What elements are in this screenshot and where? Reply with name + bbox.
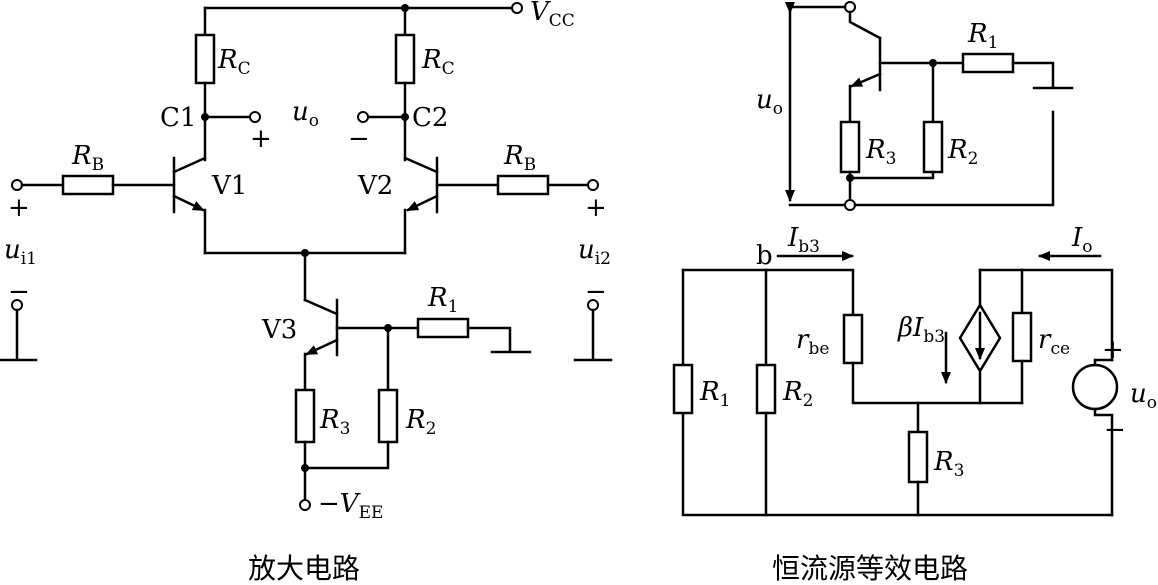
r1-top-label: R1 bbox=[967, 19, 998, 53]
r3-top-resistor bbox=[839, 120, 861, 174]
rb-right-label: RB bbox=[503, 141, 536, 175]
r3-eq-label: R3 bbox=[933, 447, 964, 481]
beta-ib3-label: βIb3 bbox=[897, 313, 945, 347]
svg-text:+: + bbox=[8, 193, 30, 223]
ui2-label: ui2 bbox=[578, 235, 611, 269]
amplifier-circuit: VCC RC C1 + uo RC C2 − V1 V2 bbox=[0, 0, 613, 585]
r3-top-label: R3 bbox=[865, 135, 896, 169]
ui1-label: ui1 bbox=[4, 235, 37, 269]
r3-left-resistor bbox=[294, 388, 316, 444]
svg-text:+: + bbox=[250, 124, 272, 154]
uo-top-label: uo bbox=[756, 85, 783, 119]
rce-label: rce bbox=[1038, 325, 1070, 359]
rc-left-label: RC bbox=[217, 45, 251, 79]
svg-text:+: + bbox=[1102, 335, 1124, 365]
rce-resistor bbox=[1011, 311, 1033, 363]
v3-label: V3 bbox=[261, 315, 297, 345]
c2-label: C2 bbox=[412, 103, 448, 133]
vcc-terminal bbox=[511, 2, 523, 14]
r1-top-resistor bbox=[961, 52, 1015, 74]
current-source-circuit: uo R1 R3 R2 bbox=[756, 1, 1074, 211]
uo-label: uo bbox=[292, 97, 319, 131]
r1-left-resistor bbox=[416, 317, 470, 339]
rb-right-resistor bbox=[496, 174, 550, 196]
svg-text:−: − bbox=[585, 277, 607, 307]
uo-eq-label: uo bbox=[1130, 379, 1157, 413]
rc-right-label: RC bbox=[421, 45, 455, 79]
r1-eq-resistor bbox=[672, 363, 694, 415]
voltage-source bbox=[1071, 363, 1119, 411]
r1-eq-label: R1 bbox=[699, 377, 730, 411]
r2-top-resistor bbox=[922, 120, 944, 174]
rb-left-label: RB bbox=[71, 141, 104, 175]
c1-label: C1 bbox=[160, 103, 196, 133]
io-label: Io bbox=[1071, 223, 1093, 257]
rbe-label: rbe bbox=[796, 325, 829, 359]
r1-left-label: R1 bbox=[427, 283, 458, 317]
r2-top-label: R2 bbox=[947, 135, 978, 169]
equivalent-caption: 恒流源等效电路 bbox=[772, 552, 968, 585]
r3-eq-resistor bbox=[907, 430, 929, 484]
r3-left-label: R3 bbox=[319, 405, 350, 439]
r2-left-label: R2 bbox=[405, 405, 436, 439]
r2-left-resistor bbox=[377, 388, 399, 444]
svg-text:−: − bbox=[8, 277, 30, 307]
rbe-resistor bbox=[842, 313, 864, 365]
v2-label: V2 bbox=[357, 171, 393, 201]
r2-eq-label: R2 bbox=[782, 377, 813, 411]
rb-left-resistor bbox=[61, 174, 115, 196]
ib3-label: Ib3 bbox=[787, 223, 820, 257]
vee-label: −VEE bbox=[318, 489, 383, 523]
r2-eq-resistor bbox=[755, 363, 777, 415]
v1-label: V1 bbox=[211, 171, 247, 201]
rc-left-resistor bbox=[194, 33, 216, 85]
svg-text:−: − bbox=[348, 124, 370, 154]
b-node-label: b bbox=[756, 241, 773, 271]
svg-text:−: − bbox=[1104, 415, 1126, 445]
amplifier-caption: 放大电路 bbox=[248, 552, 360, 585]
equivalent-circuit: b Ib3 R1 R2 rbe R3 βIb3 rce Io bbox=[672, 223, 1157, 585]
rc-right-resistor bbox=[394, 33, 416, 85]
vcc-label: VCC bbox=[530, 0, 575, 31]
svg-text:+: + bbox=[585, 193, 607, 223]
